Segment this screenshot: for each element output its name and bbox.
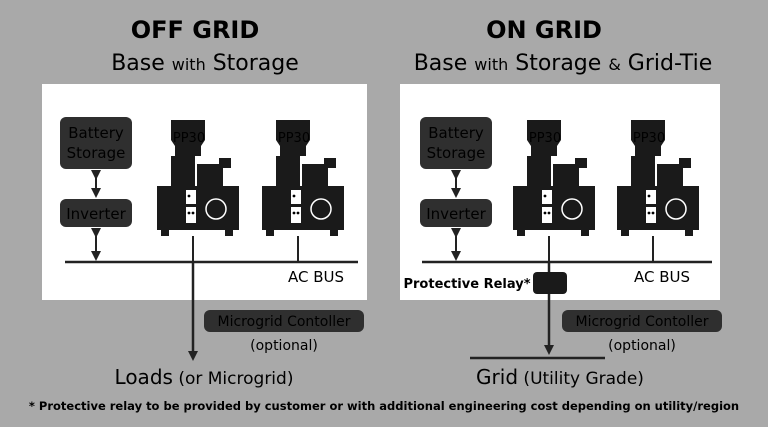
off-grid-title: OFF GRID [131, 16, 260, 44]
battery-label-line2: Storage [67, 144, 126, 162]
battery-label-line2: Storage [427, 144, 486, 162]
battery-label-line1: Battery [68, 124, 124, 142]
protective-relay-label: Protective Relay* [403, 277, 530, 292]
protective-relay-block [533, 272, 567, 294]
on-grid-subtitle: Base with Storage & Grid-Tie [414, 51, 713, 76]
microgrid-controller-label: Microgrid Contoller [576, 314, 709, 330]
microgrid-controller-block [204, 310, 364, 332]
inverter-label: Inverter [66, 205, 126, 223]
controller-optional-label: (optional) [250, 338, 318, 354]
battery-storage-block [60, 117, 132, 169]
microgrid-controller-label: Microgrid Contoller [218, 314, 351, 330]
pp30-unit-1-label: PP30 [529, 131, 561, 146]
ac-bus-label: AC BUS [634, 268, 690, 286]
inverter-label: Inverter [426, 205, 486, 223]
battery-storage-block [420, 117, 492, 169]
footnote: * Protective relay to be provided by cus… [29, 399, 739, 413]
microgrid-controller-block [562, 310, 722, 332]
controller-optional-label: (optional) [608, 338, 676, 354]
loads-label: Loads (or Microgrid) [115, 365, 294, 389]
off-grid-subtitle: Base with Storage [111, 51, 299, 76]
grid-label: Grid (Utility Grade) [476, 365, 644, 389]
battery-label-line1: Battery [428, 124, 484, 142]
pp30-unit-2-label: PP30 [633, 131, 665, 146]
inverter-block [420, 199, 492, 227]
ac-bus-label: AC BUS [288, 268, 344, 286]
pp30-unit-2-label: PP30 [278, 131, 310, 146]
inverter-block [60, 199, 132, 227]
off-grid-section: OFF GRID Base with Storage Battery Stora… [42, 16, 367, 389]
on-grid-section: ON GRID Base with Storage & Grid-Tie Bat… [400, 16, 722, 389]
pp30-unit-1-label: PP30 [173, 131, 205, 146]
on-grid-title: ON GRID [486, 16, 602, 44]
